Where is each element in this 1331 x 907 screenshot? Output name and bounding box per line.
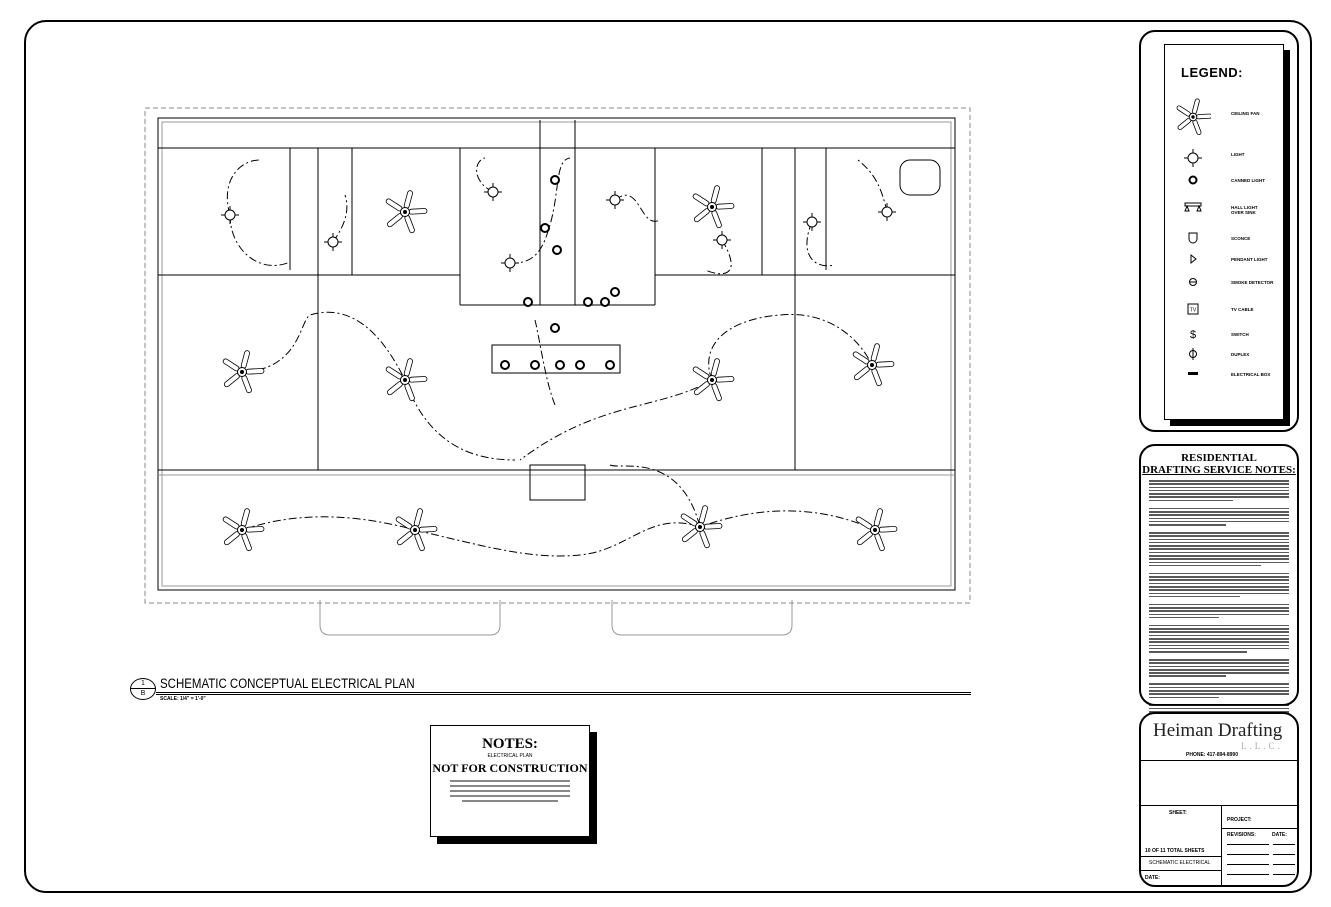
duplex-icon [1175,347,1211,366]
legend-item: SCONCE [1165,231,1283,251]
legend-label: SMOKE DETECTOR [1231,280,1274,285]
canned-light-icon [1175,173,1211,192]
company-name: Heiman Drafting [1153,720,1283,741]
company-phone: PHONE: 417-894-8990 [1186,752,1238,758]
legend-label: TV CABLE [1231,307,1254,312]
smoke-detector-icon [1175,275,1211,294]
ceiling-fan-symbol [395,508,438,552]
canned-light-symbol [555,360,565,370]
ceiling-fan-icon [1175,97,1213,142]
project-label: PROJECT: [1227,817,1252,823]
ceiling-fan-symbol [692,358,735,402]
canned-light-symbol [550,323,560,333]
drawing-sheet-border [24,20,1312,893]
legend-label: ELECTRICAL BOX [1231,372,1271,377]
canned-light-symbol [530,360,540,370]
canned-light-symbol [550,175,560,185]
legend-item: $ SWITCH [1165,327,1283,347]
legend-item: SMOKE DETECTOR [1165,275,1283,295]
notes-box: NOTES: ELECTRICAL PLAN NOT FOR CONSTRUCT… [430,725,590,837]
not-for-construction: NOT FOR CONSTRUCTION [432,761,588,775]
detail-bubble: 1 B [130,678,156,700]
legend-label: CEILING FAN [1231,111,1260,116]
company-suffix: L.L.C. [1241,741,1283,751]
legend-title: LEGEND: [1181,65,1243,80]
light-symbol [324,233,342,251]
canned-light-symbol [552,245,562,255]
legend-label: SCONCE [1231,236,1251,241]
hall-light-icon [1175,200,1211,219]
canned-light-symbol [575,360,585,370]
canned-light-symbol [540,223,550,233]
tv-cable-icon: TV [1175,302,1211,321]
canned-light-symbol [610,287,620,297]
legend-item: CANNED LIGHT [1165,173,1283,193]
light-symbol [221,206,239,224]
front-door [529,464,586,501]
ceiling-fan-symbol [852,343,895,387]
electrical-box-icon [1175,367,1211,386]
notes-fine-print [450,780,570,802]
canned-light-symbol [523,297,533,307]
ceiling-fan-symbol [680,505,723,549]
light-symbol [606,191,624,209]
canned-light-symbol [500,360,510,370]
light-symbol [501,254,519,272]
drawing-scale: SCALE: 1/4" = 1'-0" [160,696,206,702]
legend-item: HALL LIGHT OVER SINK [1165,200,1283,220]
ceiling-fan-symbol [385,190,428,234]
legend-item: DUPLEX [1165,347,1283,367]
light-symbol [713,231,731,249]
svg-text:TV: TV [1190,308,1197,314]
revision-date-label: DATE: [1272,832,1287,838]
pendant-light-icon [1175,252,1211,271]
sheet-count: 10 OF 11 TOTAL SHEETS [1145,848,1205,854]
service-notes-title: RESIDENTIAL DRAFTING SERVICE NOTES: [1142,452,1296,476]
property-outline [144,107,971,604]
notes-subtitle: ELECTRICAL PLAN [487,753,533,759]
legend-item: PENDANT LIGHT [1165,252,1283,272]
ceiling-fan-symbol [385,358,428,402]
revisions-label: REVISIONS: [1227,832,1256,838]
circuit-wiring [226,157,888,557]
light-symbol [484,183,502,201]
notes-title: NOTES: [482,736,538,752]
canned-light-symbol [605,360,615,370]
legend-panel: LEGEND: CEILING FAN LIGHT CANNED LIGHT HALL… [1139,30,1299,432]
exterior-wall [157,117,956,591]
ceiling-fans [222,185,898,552]
date-label: DATE: [1145,875,1160,881]
legend-label: CANNED LIGHT [1231,178,1265,183]
sheet-name: SCHEMATIC ELECTRICAL [1149,860,1211,866]
sheet-label: SHEET: [1169,810,1187,816]
ceiling-fan-symbol [855,508,898,552]
light-icon [1175,147,1211,174]
ceiling-fan-symbol [222,508,265,552]
legend-label: DUPLEX [1231,352,1250,357]
legend-label: LIGHT [1231,152,1245,157]
ceiling-fan-symbol [222,350,265,394]
legend-label: SWITCH [1231,332,1249,337]
sconce-icon [1175,231,1211,250]
switch-icon: $ [1175,327,1211,346]
drawing-title: SCHEMATIC CONCEPTUAL ELECTRICAL PLAN [160,676,415,691]
legend-item: TV TV CABLE [1165,302,1283,322]
canned-light-symbol [583,297,593,307]
canned-light-symbol [600,297,610,307]
legend-item: ELECTRICAL BOX [1165,367,1283,387]
bathtub [899,159,941,196]
legend-label: HALL LIGHT OVER SINK [1231,205,1258,215]
light-symbol [803,213,821,231]
svg-text:$: $ [1190,329,1196,341]
kitchen-island [491,344,621,374]
legend-item: LIGHT [1165,147,1283,167]
ceiling-fan-symbol [692,185,735,229]
light-symbol [878,203,896,221]
legend-label: PENDANT LIGHT [1231,257,1268,262]
caption-underline [156,692,971,695]
legend-item: CEILING FAN [1165,97,1283,135]
service-notes-panel: RESIDENTIAL DRAFTING SERVICE NOTES: [1139,444,1299,772]
title-block: Heiman Drafting L.L.C. PHONE: 417-894-89… [1139,712,1299,887]
